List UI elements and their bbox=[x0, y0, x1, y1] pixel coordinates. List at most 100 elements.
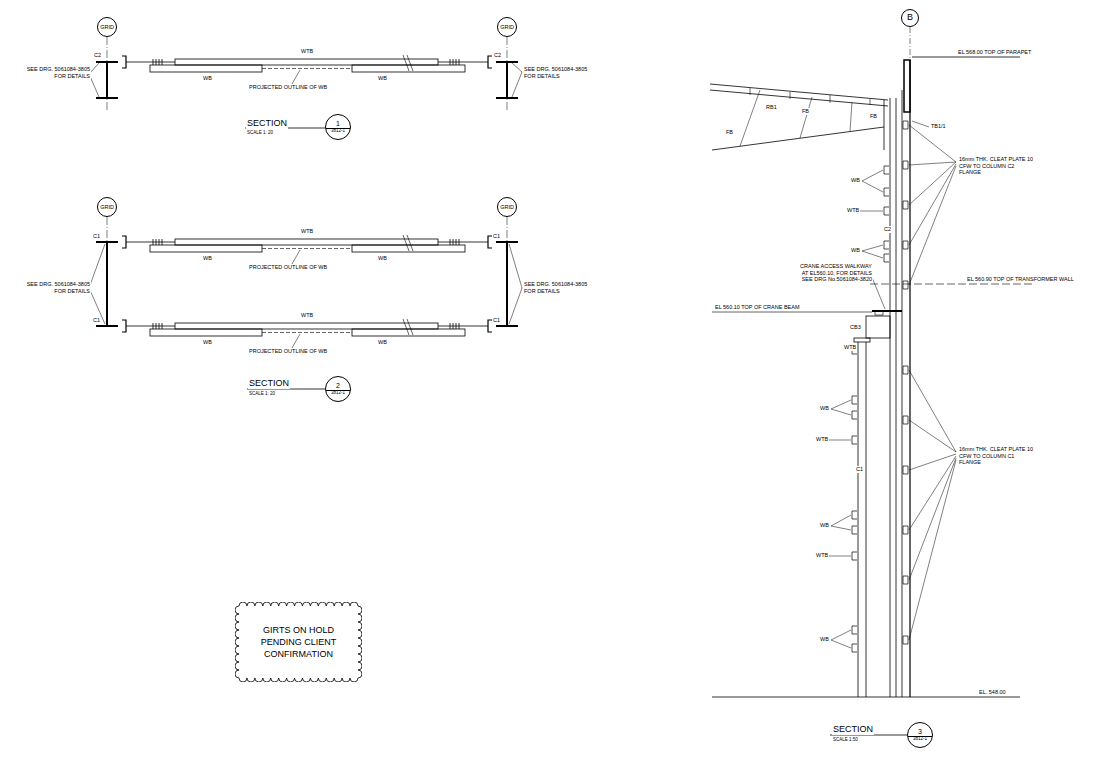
grid-text: B bbox=[907, 13, 913, 23]
section-title: SECTION bbox=[246, 118, 288, 129]
note-cloud: GIRTS ON HOLD PENDING CLIENT CONFIRMATIO… bbox=[235, 602, 362, 682]
drawing-label: WB bbox=[819, 522, 830, 529]
drawing-label: RB1 bbox=[765, 104, 778, 111]
drawing-label: WB bbox=[377, 75, 388, 82]
drawing-label: WTB bbox=[300, 48, 314, 55]
section-3-part bbox=[904, 60, 910, 112]
section-1-part bbox=[89, 63, 522, 97]
drawing-label: C1 bbox=[492, 233, 501, 240]
drawing-number: 3812-1 bbox=[331, 129, 345, 134]
section-3-part bbox=[912, 57, 1020, 58]
drawing-label: SCALE 1: 20 bbox=[246, 130, 274, 135]
drawing-label: SEE DRG. 5061084-3805 FOR DETAILS bbox=[523, 281, 601, 294]
section-3 bbox=[710, 27, 1035, 735]
section-callout: 13812-1 bbox=[325, 114, 351, 140]
drawing-label: WB bbox=[850, 247, 861, 254]
section-3-part bbox=[890, 90, 902, 697]
drawing-label: EL 568.00 TOP OF PARAPET bbox=[957, 49, 1032, 56]
drawing-number: 3812-1 bbox=[913, 737, 927, 742]
drawing-label: SCALE 1:50 bbox=[832, 737, 859, 742]
drawing-label: PROJECTED OUTLINE OF WB bbox=[248, 84, 328, 91]
drawing-label: 16mm THK. CLEAT PLATE 10 CFW TO COLUMN C… bbox=[958, 156, 1036, 176]
section-1-part bbox=[122, 55, 492, 72]
section-2-part bbox=[122, 235, 492, 252]
drawing-label: FB bbox=[801, 108, 810, 115]
section-callout: 23812-1 bbox=[325, 376, 351, 402]
section-3-part bbox=[712, 697, 1020, 698]
section-3-part bbox=[909, 125, 956, 285]
drawing-label: WB bbox=[202, 255, 213, 262]
section-3-part bbox=[866, 316, 890, 338]
section-2-part bbox=[89, 244, 522, 324]
drawing-label: SEE DRG. 5061084-3805 FOR DETAILS bbox=[13, 281, 91, 294]
section-3-part bbox=[884, 166, 889, 262]
section-2-part bbox=[122, 319, 492, 336]
section-1-part bbox=[496, 62, 518, 98]
section-number: 3 bbox=[918, 728, 922, 736]
drawing-label: C1 bbox=[92, 233, 101, 240]
drawing-label: TB1/1 bbox=[930, 123, 947, 130]
drawing-label: WTB bbox=[300, 312, 314, 319]
drawing-label: WB bbox=[202, 339, 213, 346]
grid-bubble: GRID bbox=[497, 197, 517, 217]
section-2-part bbox=[96, 242, 118, 326]
section-3-part bbox=[875, 311, 883, 315]
drawing-label: WB bbox=[850, 177, 861, 184]
drawing-label: EL 560.90 TOP OF TRANSFORMER WALL bbox=[966, 276, 1075, 283]
section-3-part bbox=[710, 84, 888, 150]
drawing-label: FB bbox=[725, 129, 734, 136]
drawing-label: CRANE ACCESS WALKWAY AT EL560.10, FOR DE… bbox=[797, 263, 873, 283]
section-2-part bbox=[496, 242, 518, 326]
note-text: GIRTS ON HOLD PENDING CLIENT CONFIRMATIO… bbox=[251, 624, 347, 660]
drawing-label: PROJECTED OUTLINE OF WB bbox=[248, 264, 328, 271]
section-callout: 33812-1 bbox=[907, 722, 933, 748]
section-3-part bbox=[909, 60, 910, 697]
section-2-part bbox=[107, 217, 507, 242]
drawing-label: EL. 548.00 bbox=[978, 689, 1007, 696]
grid-bubble: GRID bbox=[497, 17, 517, 37]
drawing-label: C2 bbox=[93, 52, 102, 59]
section-3-part bbox=[871, 121, 929, 309]
drawing-label: PROJECTED OUTLINE OF WB bbox=[248, 348, 328, 355]
section-1-part bbox=[292, 70, 300, 84]
section-3-part bbox=[854, 338, 870, 342]
section-3-part bbox=[829, 348, 856, 648]
section-1-part bbox=[107, 37, 507, 110]
section-title: SECTION bbox=[832, 724, 874, 735]
grid-bubble: B bbox=[901, 9, 919, 27]
drawing-label: C1 bbox=[855, 466, 864, 473]
drawing-label: WB bbox=[377, 255, 388, 262]
grid-text: GRID bbox=[500, 24, 514, 30]
section-1-part bbox=[96, 62, 118, 98]
grid-text: GRID bbox=[100, 204, 114, 210]
grid-text: GRID bbox=[500, 204, 514, 210]
drawing-label: SEE DRG. 5061084-3805 FOR DETAILS bbox=[523, 66, 601, 79]
drawing-label: SCALE 1: 20 bbox=[248, 391, 276, 396]
drawing-label: WTB bbox=[846, 207, 860, 214]
section-2 bbox=[89, 217, 522, 389]
drawing-label: WB bbox=[202, 75, 213, 82]
grid-bubble: GRID bbox=[97, 17, 117, 37]
drawing-label: WB bbox=[819, 636, 830, 643]
drawing-label: C2 bbox=[493, 52, 502, 59]
drawing-label: CB3 bbox=[849, 324, 862, 331]
drawing-label: WTB bbox=[300, 228, 314, 235]
grid-bubble: GRID bbox=[97, 197, 117, 217]
drawing-label: EL 560.10 TOP OF CRANE BEAM bbox=[714, 304, 800, 311]
section-3-part bbox=[740, 90, 852, 146]
drawing-number: 3812-1 bbox=[331, 391, 345, 396]
section-number: 1 bbox=[336, 120, 340, 128]
drawing-label: C1 bbox=[492, 317, 501, 324]
drawing-label: WTB bbox=[815, 436, 829, 443]
section-3-part bbox=[903, 121, 908, 644]
section-title: SECTION bbox=[248, 378, 290, 389]
section-1 bbox=[89, 37, 522, 128]
section-3-part bbox=[910, 27, 911, 60]
drawing-label: WB bbox=[819, 405, 830, 412]
drawing-label: 16mm THK. CLEAT PLATE 10 CFW TO COLUMN C… bbox=[958, 446, 1036, 466]
drawing-label: C1 bbox=[92, 317, 101, 324]
drawing-label: C2 bbox=[883, 226, 892, 233]
section-3-part bbox=[852, 346, 857, 652]
